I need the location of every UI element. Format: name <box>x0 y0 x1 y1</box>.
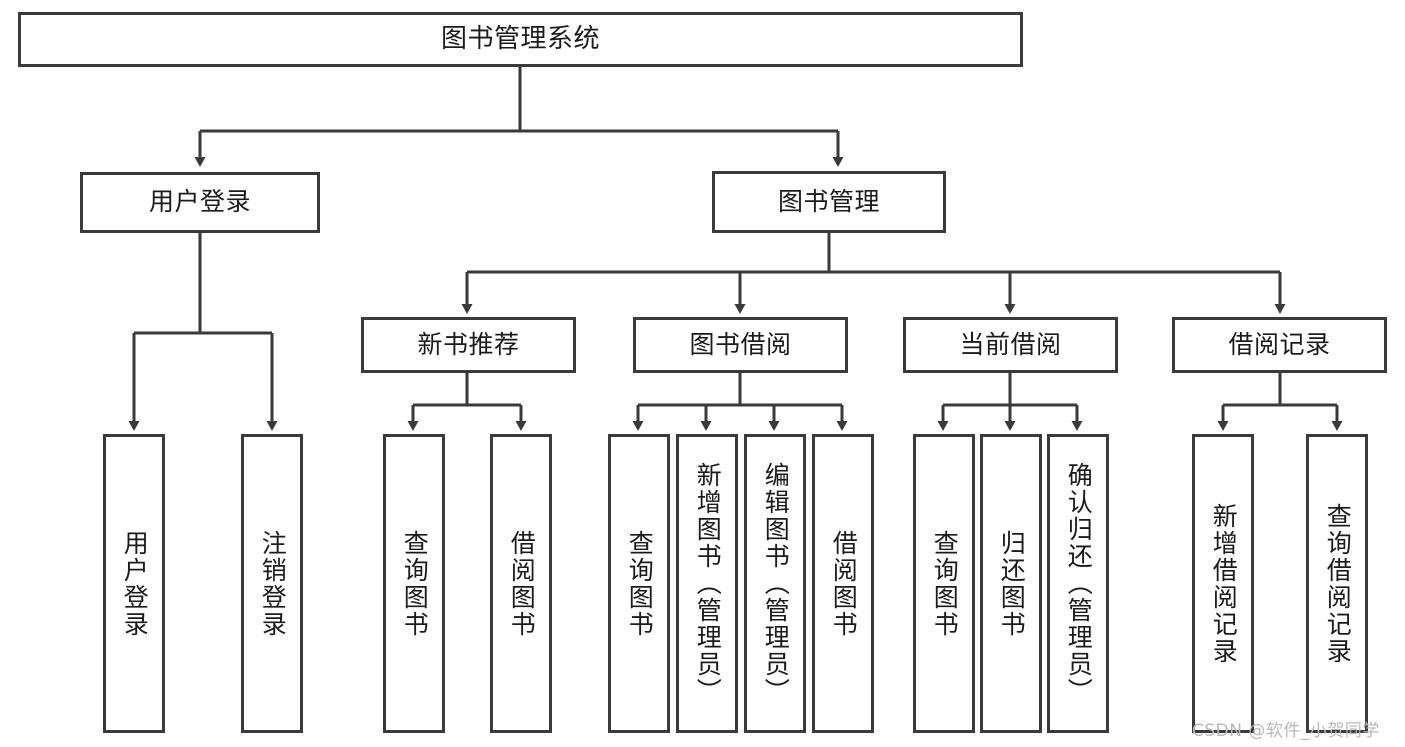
leaf-current-borrow-confirm-return[interactable]: 确认归还（管理员） <box>1047 434 1109 733</box>
leaf-borrow-record-query[interactable]: 查询借阅记录 <box>1306 434 1368 733</box>
node-label: 图书管理 <box>777 186 880 216</box>
leaf-borrow-record-add[interactable]: 新增借阅记录 <box>1192 434 1254 733</box>
node-label: 新增图书（管理员） <box>693 462 723 705</box>
node-book-management[interactable]: 图书管理 <box>712 171 946 233</box>
node-new-book-recommend[interactable]: 新书推荐 <box>361 317 576 373</box>
node-label: 新书推荐 <box>417 329 520 359</box>
node-label: 查询借阅记录 <box>1323 502 1353 665</box>
leaf-book-borrow-borrow[interactable]: 借阅图书 <box>812 434 874 733</box>
node-root-system[interactable]: 图书管理系统 <box>18 12 1023 67</box>
node-label: 新增借阅记录 <box>1209 502 1239 665</box>
node-book-borrow[interactable]: 图书借阅 <box>633 317 848 373</box>
node-label: 图书借阅 <box>689 329 792 359</box>
leaf-current-borrow-query[interactable]: 查询图书 <box>913 434 975 733</box>
leaf-current-borrow-return[interactable]: 归还图书 <box>980 434 1042 733</box>
node-label: 图书管理系统 <box>440 23 600 54</box>
node-label: 借阅图书 <box>829 529 859 638</box>
node-label: 查询图书 <box>625 529 655 638</box>
node-label: 归还图书 <box>997 529 1027 638</box>
node-label: 查询图书 <box>930 529 960 638</box>
node-label: 编辑图书（管理员） <box>761 462 791 705</box>
node-label: 借阅记录 <box>1228 329 1331 359</box>
node-label: 确认归还（管理员） <box>1064 462 1094 705</box>
node-label: 用户登录 <box>148 187 251 217</box>
node-label: 当前借阅 <box>959 329 1062 359</box>
node-current-borrow[interactable]: 当前借阅 <box>903 317 1118 373</box>
leaf-user-login-login[interactable]: 用户登录 <box>103 434 165 733</box>
leaf-book-borrow-add[interactable]: 新增图书（管理员） <box>676 434 738 733</box>
node-label: 注销登录 <box>258 529 288 638</box>
csdn-watermark: CSDN @软件_小贺同学 <box>1192 721 1380 741</box>
node-label: 查询图书 <box>400 529 430 638</box>
leaf-new-book-query[interactable]: 查询图书 <box>383 434 445 733</box>
leaf-user-login-logout[interactable]: 注销登录 <box>241 434 303 733</box>
node-borrow-record[interactable]: 借阅记录 <box>1172 317 1387 373</box>
leaf-book-borrow-query[interactable]: 查询图书 <box>608 434 670 733</box>
leaf-book-borrow-edit[interactable]: 编辑图书（管理员） <box>744 434 806 733</box>
node-label: 用户登录 <box>120 529 150 638</box>
node-label: 借阅图书 <box>507 529 537 638</box>
node-user-login[interactable]: 用户登录 <box>80 172 320 233</box>
leaf-new-book-borrow[interactable]: 借阅图书 <box>490 434 552 733</box>
